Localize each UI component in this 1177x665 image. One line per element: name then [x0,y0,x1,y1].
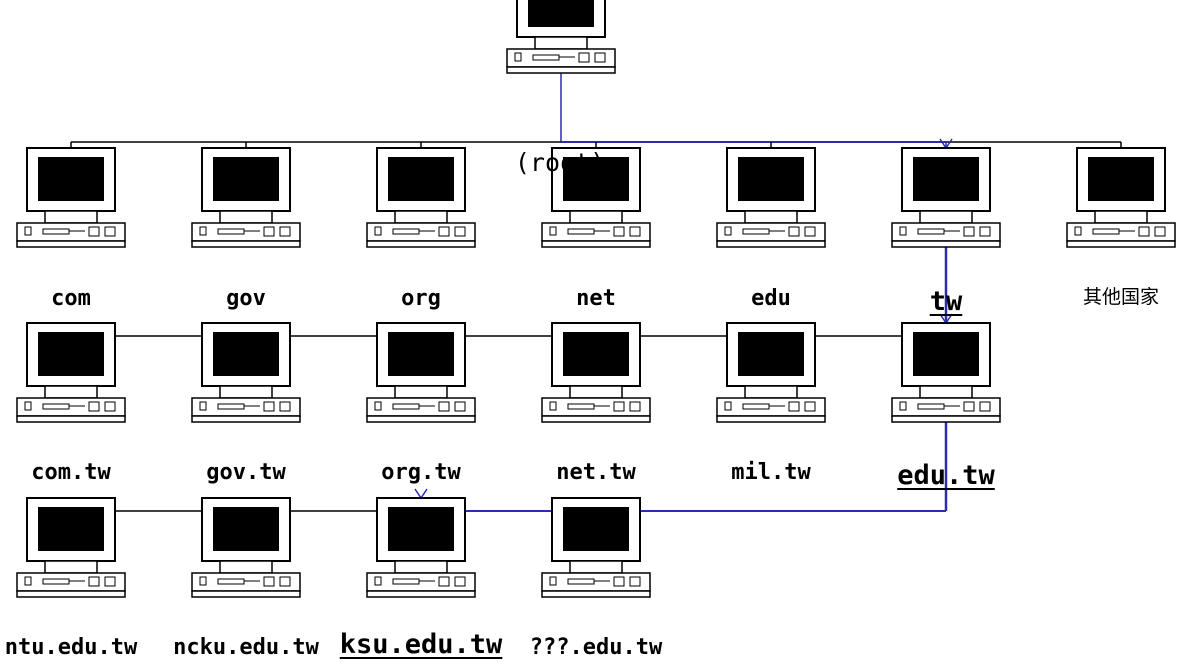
computer-icon [716,147,826,248]
tld-label: com [51,286,91,311]
edu-subdomain-label: ncku.edu.tw [173,635,319,660]
tw-subdomain-label: edu.tw [897,460,995,491]
computer-icon [366,497,476,598]
edu-subdomain-label: ksu.edu.tw [339,629,503,660]
computer-icon [891,147,1001,248]
computer-icon [1066,147,1176,248]
computer-icon [716,322,826,423]
edu-subdomain-label: ntu.edu.tw [4,635,138,660]
path-arrow-icon [414,488,428,500]
computer-icon [541,322,651,423]
computer-icon [366,147,476,248]
root-computer-icon [506,0,616,74]
tw-subdomain-label: net.tw [556,460,636,485]
computer-icon [541,497,651,598]
tw-subdomain-label: gov.tw [206,460,286,485]
computer-icon [191,322,301,423]
computer-icon [366,322,476,423]
computer-icon [16,322,126,423]
computer-icon [191,497,301,598]
computer-icon [191,147,301,248]
root-label: (root) [514,148,606,177]
computer-icon [16,147,126,248]
tw-subdomain-label: org.tw [381,460,461,485]
tld-label: 其他国家 [1082,286,1160,308]
tld-label: tw [929,286,963,317]
tld-label: net [576,286,616,311]
computer-icon [891,322,1001,423]
tld-label: org [401,286,441,311]
edu-subdomain-label: ???.edu.tw [529,635,663,660]
tw-subdomain-label: mil.tw [731,460,811,485]
computer-icon [16,497,126,598]
tld-label: edu [751,286,791,311]
tld-label: gov [226,286,266,311]
tw-subdomain-label: com.tw [31,460,111,485]
